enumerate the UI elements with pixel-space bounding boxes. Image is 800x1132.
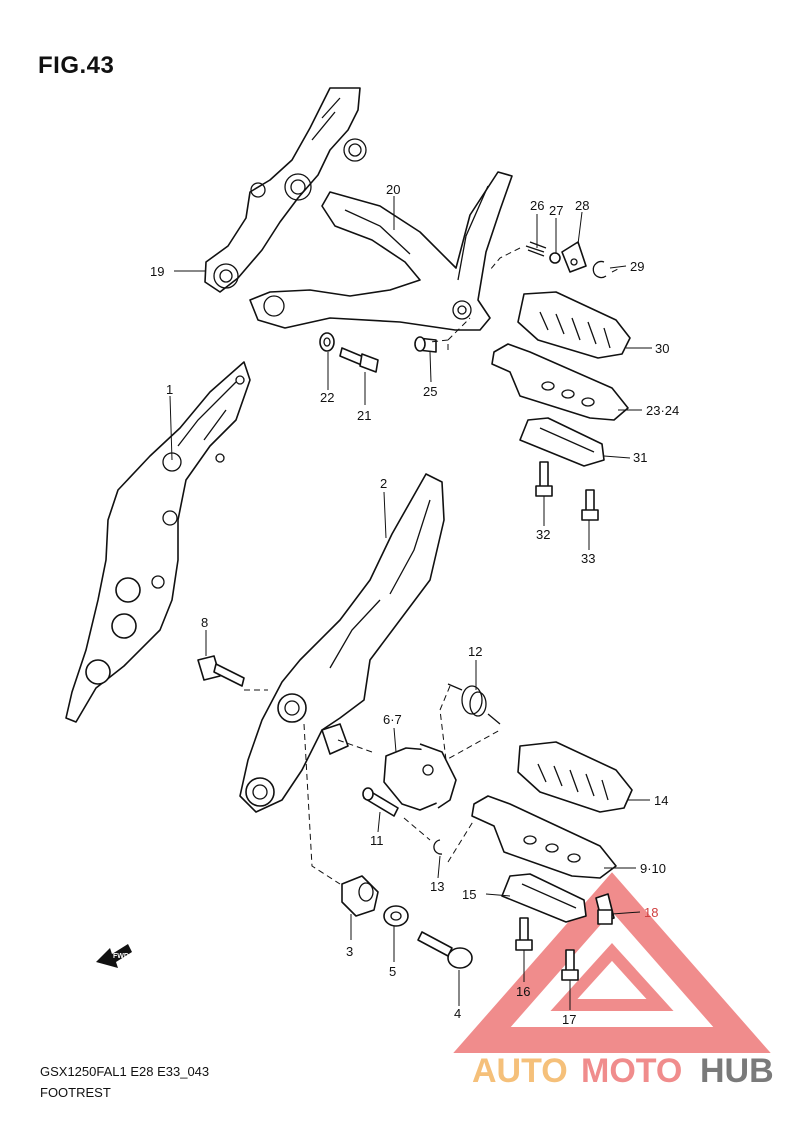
part-21-bolt[interactable]: [339, 347, 379, 373]
callout-13: 13: [430, 879, 444, 894]
part-3-bushing[interactable]: [341, 875, 379, 917]
part-25-pin[interactable]: [414, 336, 437, 353]
callout-5: 5: [389, 964, 396, 979]
part-2-front-footrest-bracket[interactable]: [239, 473, 445, 813]
callout-11: 11: [370, 833, 384, 848]
part-11-pin[interactable]: [362, 787, 399, 817]
callout-1: 1: [166, 382, 173, 397]
watermark-logo: [453, 872, 771, 1053]
callout-4: 4: [454, 1006, 461, 1021]
callout-27: 27: [549, 203, 563, 218]
part-29-clip[interactable]: [592, 260, 607, 279]
part-4-bolt[interactable]: [417, 931, 473, 969]
callout-30: 30: [655, 341, 669, 356]
callout-22: 22: [320, 390, 334, 405]
part-12-spring[interactable]: [447, 683, 501, 725]
part-6-7-footpeg-pivot[interactable]: [383, 743, 457, 811]
callout-33: 33: [581, 551, 595, 566]
part-15-front-slider[interactable]: [501, 873, 587, 923]
part-33-bolt[interactable]: [581, 489, 599, 521]
forward-direction-arrow: FWD: [96, 944, 132, 968]
figure-title: FIG.43: [38, 52, 115, 79]
callout-15: 15: [462, 887, 476, 902]
leader-lines: [169, 196, 652, 1010]
watermark-triangle: [453, 872, 771, 1053]
part-32-bolt[interactable]: [535, 461, 553, 497]
callout-23-24: 23·24: [646, 403, 679, 418]
callout-28: 28: [575, 198, 589, 213]
callout-32: 32: [536, 527, 550, 542]
fwd-label: FWD: [113, 953, 129, 960]
part-22-washer[interactable]: [319, 332, 335, 352]
section-name: FOOTREST: [40, 1085, 111, 1100]
watermark-text-hub: HUB: [700, 1052, 774, 1090]
callout-3: 3: [346, 944, 353, 959]
part-23-24-rear-footpeg[interactable]: [491, 343, 629, 421]
callout-19: 19: [150, 264, 164, 279]
part-14-front-footpeg-rubber[interactable]: [517, 741, 633, 813]
callout-labels: 1 2 3 4 5 6·7 8 9·10 11 12 13 14 15 16 1…: [150, 182, 679, 1027]
part-17-bolt[interactable]: [561, 949, 579, 981]
part-26-spring[interactable]: [525, 241, 547, 257]
part-1-front-bracket-plate[interactable]: [65, 361, 251, 723]
callout-8: 8: [201, 615, 208, 630]
part-8-bolt[interactable]: [197, 655, 245, 687]
part-9-10-front-footpeg[interactable]: [471, 795, 617, 879]
part-5-washer[interactable]: [383, 905, 409, 927]
watermark-text-moto: MOTO: [581, 1052, 682, 1090]
part-31-rear-slider[interactable]: [519, 417, 605, 467]
assembly-dashed-lines: [244, 247, 621, 885]
watermark-inner-triangle: [550, 943, 674, 1011]
callout-25: 25: [423, 384, 437, 399]
callout-16: 16: [516, 984, 530, 999]
part-27-ball[interactable]: [549, 252, 561, 264]
model-code: GSX1250FAL1 E28 E33_043: [40, 1064, 210, 1079]
callout-2: 2: [380, 476, 387, 491]
callout-31: 31: [633, 450, 647, 465]
watermark-text-auto: AUTO: [472, 1052, 568, 1090]
part-18-adjuster[interactable]: [595, 893, 615, 925]
watermark-wordmark: AUTO MOTO HUB: [472, 1052, 774, 1090]
callout-14: 14: [654, 793, 668, 808]
part-13-clip[interactable]: [433, 839, 443, 855]
callout-21: 21: [357, 408, 371, 423]
callout-6-7: 6·7: [383, 712, 402, 727]
callout-18: 18: [644, 905, 658, 920]
callout-9-10: 9·10: [640, 861, 666, 876]
part-30-rear-footpeg-rubber[interactable]: [517, 291, 631, 359]
part-28-plate[interactable]: [561, 241, 587, 273]
part-16-bolt[interactable]: [515, 917, 533, 951]
callout-29: 29: [630, 259, 644, 274]
part-20-rear-bracket-right[interactable]: [249, 171, 513, 331]
callout-12: 12: [468, 644, 482, 659]
callout-17: 17: [562, 1012, 576, 1027]
callout-26: 26: [530, 198, 544, 213]
part-19-rear-bracket-left[interactable]: [204, 87, 367, 293]
callout-20: 20: [386, 182, 400, 197]
